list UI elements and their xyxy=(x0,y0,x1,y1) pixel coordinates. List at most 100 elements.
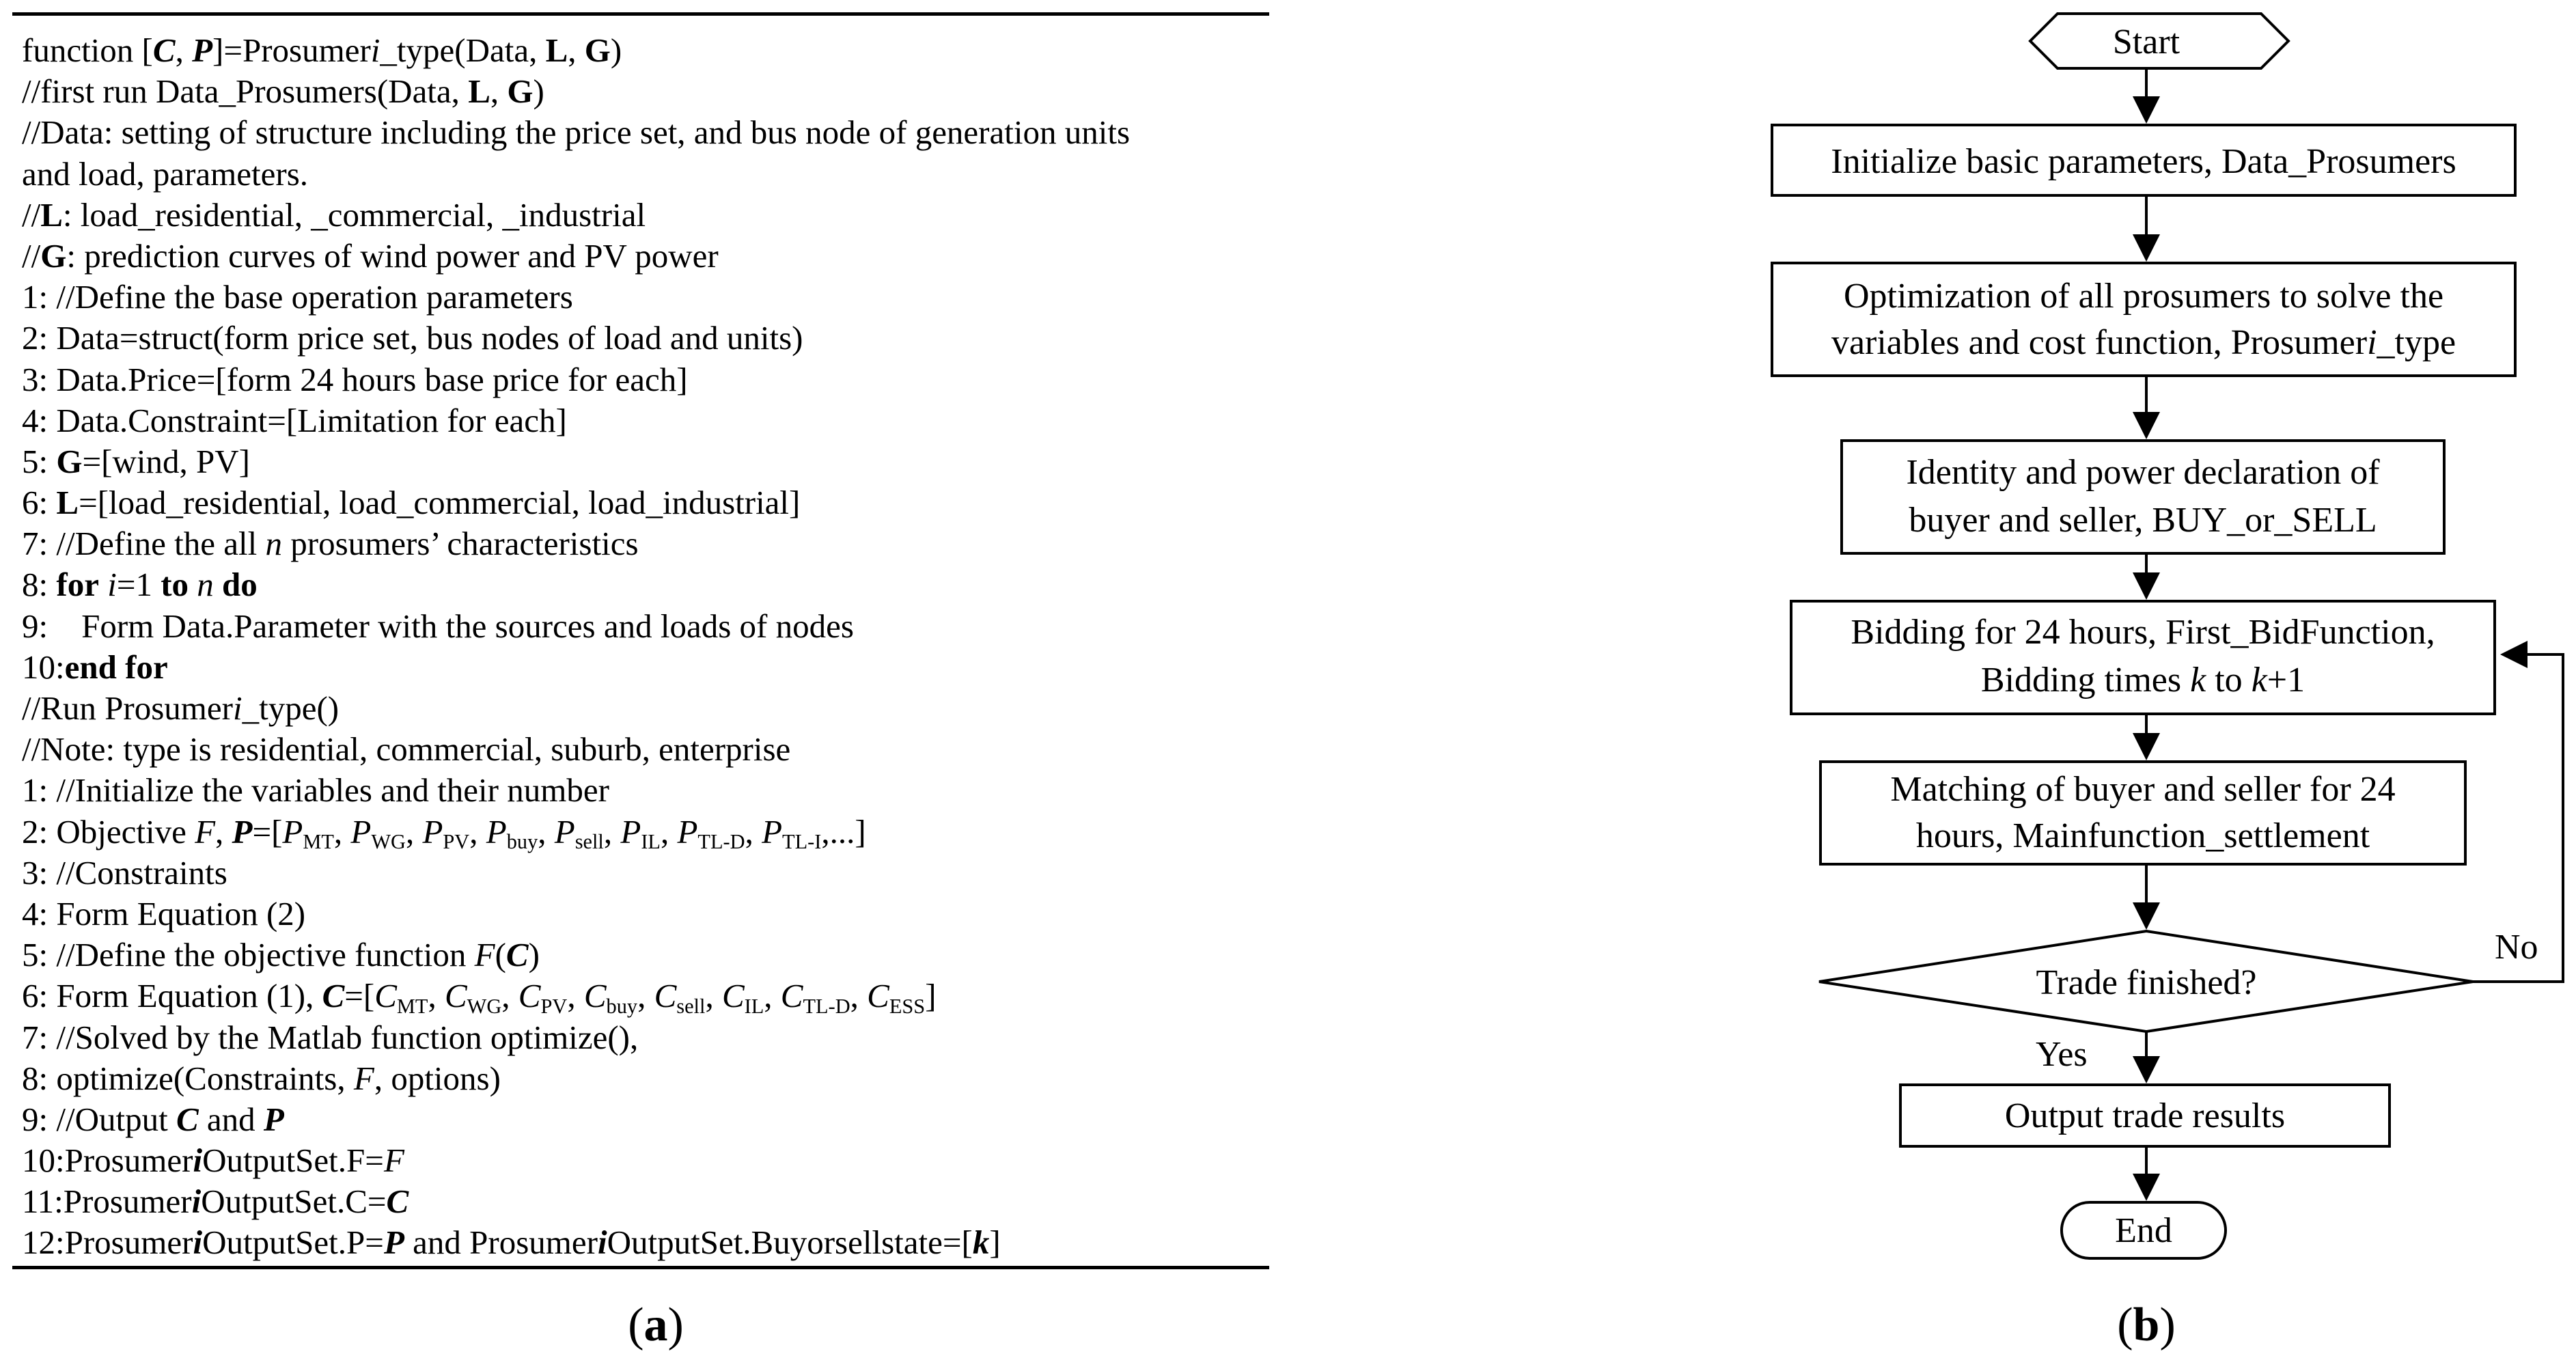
algorithm-token: MT xyxy=(303,830,334,854)
algorithm-token: OutputSet.P= xyxy=(202,1223,384,1262)
algorithm-line: 3: Data.Price=[form 24 hours base price … xyxy=(22,359,1272,400)
algorithm-line: function [C, P]=Prosumeri_type(Data, L, … xyxy=(22,30,1272,71)
algorithm-line: 5: //Define the objective function F(C) xyxy=(22,935,1272,976)
algorithm-token: : prediction curves of wind power and PV… xyxy=(66,236,719,275)
algorithm-token: i xyxy=(191,1183,202,1221)
algorithm-token: G xyxy=(507,72,534,111)
algorithm-token: L xyxy=(40,195,63,234)
algorithm-token: _type(Data, xyxy=(380,31,546,69)
algorithm-token: 9: //Output xyxy=(22,1100,176,1138)
algorithm-token: 11:Prosumer xyxy=(22,1183,192,1221)
algorithm-token: C xyxy=(152,31,176,69)
algorithm-token: function [ xyxy=(22,31,153,69)
algorithm-token: OutputSet.Buyorsellstate=[ xyxy=(607,1223,973,1262)
algorithm-token: buy xyxy=(606,994,638,1018)
yes-label: Yes xyxy=(2036,1035,2088,1074)
algorithm-line: 4: Data.Constraint=[Limitation for each] xyxy=(22,400,1272,441)
algorithm-token: i xyxy=(193,1223,203,1262)
algorithm-token: // xyxy=(22,236,41,275)
algorithm-token: sell xyxy=(676,994,706,1018)
algorithm-token: do xyxy=(222,566,258,604)
step-identity-line1: Identity and power declaration of xyxy=(1906,453,2380,492)
algorithm-token: C xyxy=(444,977,467,1015)
algorithm-token: and load, parameters. xyxy=(22,154,309,193)
algorithm-token: to xyxy=(161,566,189,604)
algorithm-token: 8: optimize(Constraints, xyxy=(22,1059,354,1097)
algorithm-token: TL-D xyxy=(803,994,850,1018)
algorithm-token: i xyxy=(107,566,117,604)
arrow-no-loop xyxy=(2473,641,2564,983)
algorithm-line: 2: Data=struct(form price set, bus nodes… xyxy=(22,318,1272,359)
algorithm-token: C xyxy=(654,977,677,1015)
end-label: End xyxy=(2115,1211,2172,1250)
algorithm-token: 6: xyxy=(22,484,57,522)
algorithm-token: prosumers’ characteristics xyxy=(282,525,639,563)
algorithm-token: buy xyxy=(506,830,538,854)
algorithm-line: 1: //Define the base operation parameter… xyxy=(22,277,1272,318)
step-optimization-line1: Optimization of all prosumers to solve t… xyxy=(1844,277,2443,316)
no-label: No xyxy=(2495,928,2538,967)
algorithm-token: , xyxy=(568,31,585,69)
algorithm-token: C xyxy=(583,977,607,1015)
algorithm-token: 12:Prosumer xyxy=(22,1223,193,1262)
algorithm-token: WG xyxy=(467,994,502,1018)
step-bidding-line2d: k xyxy=(2252,661,2268,700)
step-identity-line2: buyer and seller, BUY_or_SELL xyxy=(1909,501,2377,540)
algorithm-token: , xyxy=(745,812,762,851)
algorithm-token: G xyxy=(40,236,67,275)
algorithm-token: , xyxy=(567,977,584,1015)
algorithm-token: 5: xyxy=(22,442,57,480)
step-optimization-line2: variables and cost function, Prosumeri_t… xyxy=(1831,323,2456,362)
algorithm-token: for xyxy=(56,566,99,604)
algorithm-token: TL-I xyxy=(782,830,822,854)
algorithm-line: 6: L=[load_residential, load_commercial,… xyxy=(22,482,1272,523)
step-bidding-line2: Bidding times k to k+1 xyxy=(1981,661,2305,700)
algorithm-token: n xyxy=(265,525,283,563)
algorithm-token: P xyxy=(263,1100,284,1138)
algorithm-token: , xyxy=(215,812,232,851)
algorithm-token: , xyxy=(637,977,654,1015)
algorithm-token: sell xyxy=(574,830,604,854)
algorithm-token: C xyxy=(505,936,529,974)
algorithm-line: 8: for i=1 to n do xyxy=(22,564,1272,605)
algorithm-line: 3: //Constraints xyxy=(22,853,1272,894)
algorithm-token: ] xyxy=(925,977,937,1015)
algorithm-token: F xyxy=(353,1059,374,1097)
step-bidding-line2a: Bidding times xyxy=(1981,661,2190,700)
algorithm-token: ,...] xyxy=(821,812,866,851)
algorithm-token: C xyxy=(721,977,745,1015)
algorithm-token: 7: //Solved by the Matlab function optim… xyxy=(22,1018,639,1056)
algorithm-token: , xyxy=(603,812,621,851)
algorithm-token: ) xyxy=(610,31,622,69)
panel-b-caption-letter: b xyxy=(2133,1299,2160,1351)
step-matching-box xyxy=(1819,760,2467,866)
algorithm-token: , xyxy=(333,812,351,851)
algorithm-line: //L: load_residential, _commercial, _ind… xyxy=(22,195,1272,236)
algorithm-token: P xyxy=(620,812,641,851)
step-matching-line1: Matching of buyer and seller for 24 xyxy=(1890,770,2395,809)
step-bidding-line1: Bidding for 24 hours, First_BidFunction, xyxy=(1851,613,2435,652)
algorithm-line: //Run Prosumeri_type() xyxy=(22,688,1272,729)
algorithm-line: //G: prediction curves of wind power and… xyxy=(22,236,1272,277)
step-identity-box xyxy=(1840,439,2446,555)
top-rule xyxy=(12,12,1269,16)
step-optimization-line2b: i xyxy=(2367,323,2377,362)
step-matching-line2: hours, Mainfunction_settlement xyxy=(1916,816,2370,855)
step-initialize-box xyxy=(1771,124,2517,197)
algorithm-token: G xyxy=(584,31,611,69)
algorithm-token: C xyxy=(386,1183,409,1221)
algorithm-token: P xyxy=(232,812,253,851)
algorithm-token: P xyxy=(192,31,212,69)
algorithm-line: 4: Form Equation (2) xyxy=(22,894,1272,935)
panel-a-caption-letter: a xyxy=(643,1299,668,1351)
algorithm-line: 6: Form Equation (1), C=[CMT, CWG, CPV, … xyxy=(22,976,1272,1017)
algorithm-token: WG xyxy=(371,830,406,854)
algorithm-token: i xyxy=(232,689,243,727)
algorithm-token: , xyxy=(501,977,518,1015)
step-optimization-box xyxy=(1771,262,2517,377)
algorithm-token: PV xyxy=(540,994,568,1018)
step-output-label: Output trade results xyxy=(2005,1096,2285,1135)
algorithm-token: ] xyxy=(989,1223,1001,1262)
decision-label: Trade finished? xyxy=(2036,963,2256,1002)
